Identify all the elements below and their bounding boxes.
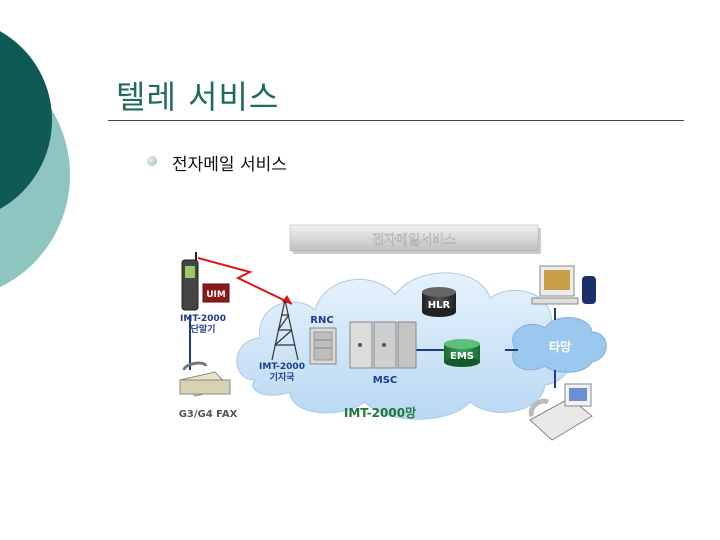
rnc-label: RNC [310, 315, 333, 326]
msc-rack-icon [349, 321, 417, 369]
banner: 전자메일서비스 [289, 224, 541, 254]
slide-title: 텔레 서비스 [116, 78, 280, 116]
uim-card: UIM [202, 283, 230, 303]
network-links [189, 308, 556, 388]
bullet-text: 전자메일 서비스 [172, 155, 287, 175]
network-label: IMT-2000망 [344, 406, 416, 420]
terminal-label-line2: 단말기 [191, 323, 216, 335]
bullet-icon [147, 156, 157, 166]
decor-circle-dark [0, 31, 52, 209]
hlr-label: HLR [428, 300, 451, 311]
base-station-label-line2: 기지국 [270, 371, 296, 383]
title-divider [108, 120, 684, 121]
corner-decoration [0, 31, 70, 288]
ems-label: EMS [450, 351, 474, 362]
imt2000-terminal [181, 252, 199, 311]
fax-machine-icon [179, 361, 231, 397]
other-network-cloud: 타망 [512, 316, 607, 373]
ems-database-icon: EMS [444, 339, 480, 367]
terminal-label-line1: IMT-2000 [180, 314, 226, 324]
video-phone-icon [528, 383, 593, 441]
hlr-database-icon: HLR [422, 287, 456, 317]
computer-icon [531, 265, 596, 305]
email-service-diagram: 전자메일서비스 타망 UIM IMT-2000 단말기 [179, 224, 607, 441]
banner-label: 전자메일서비스 [372, 233, 456, 248]
base-station-label-line1: IMT-2000 [259, 362, 305, 372]
rnc-rack-icon [309, 327, 337, 365]
other-network-label: 타망 [549, 339, 571, 354]
fax-label: G3/G4 FAX [179, 409, 238, 420]
wireless-link-icon [197, 257, 293, 305]
uim-label: UIM [206, 290, 226, 300]
base-station-tower-icon [271, 299, 299, 361]
msc-label: MSC [373, 375, 398, 386]
